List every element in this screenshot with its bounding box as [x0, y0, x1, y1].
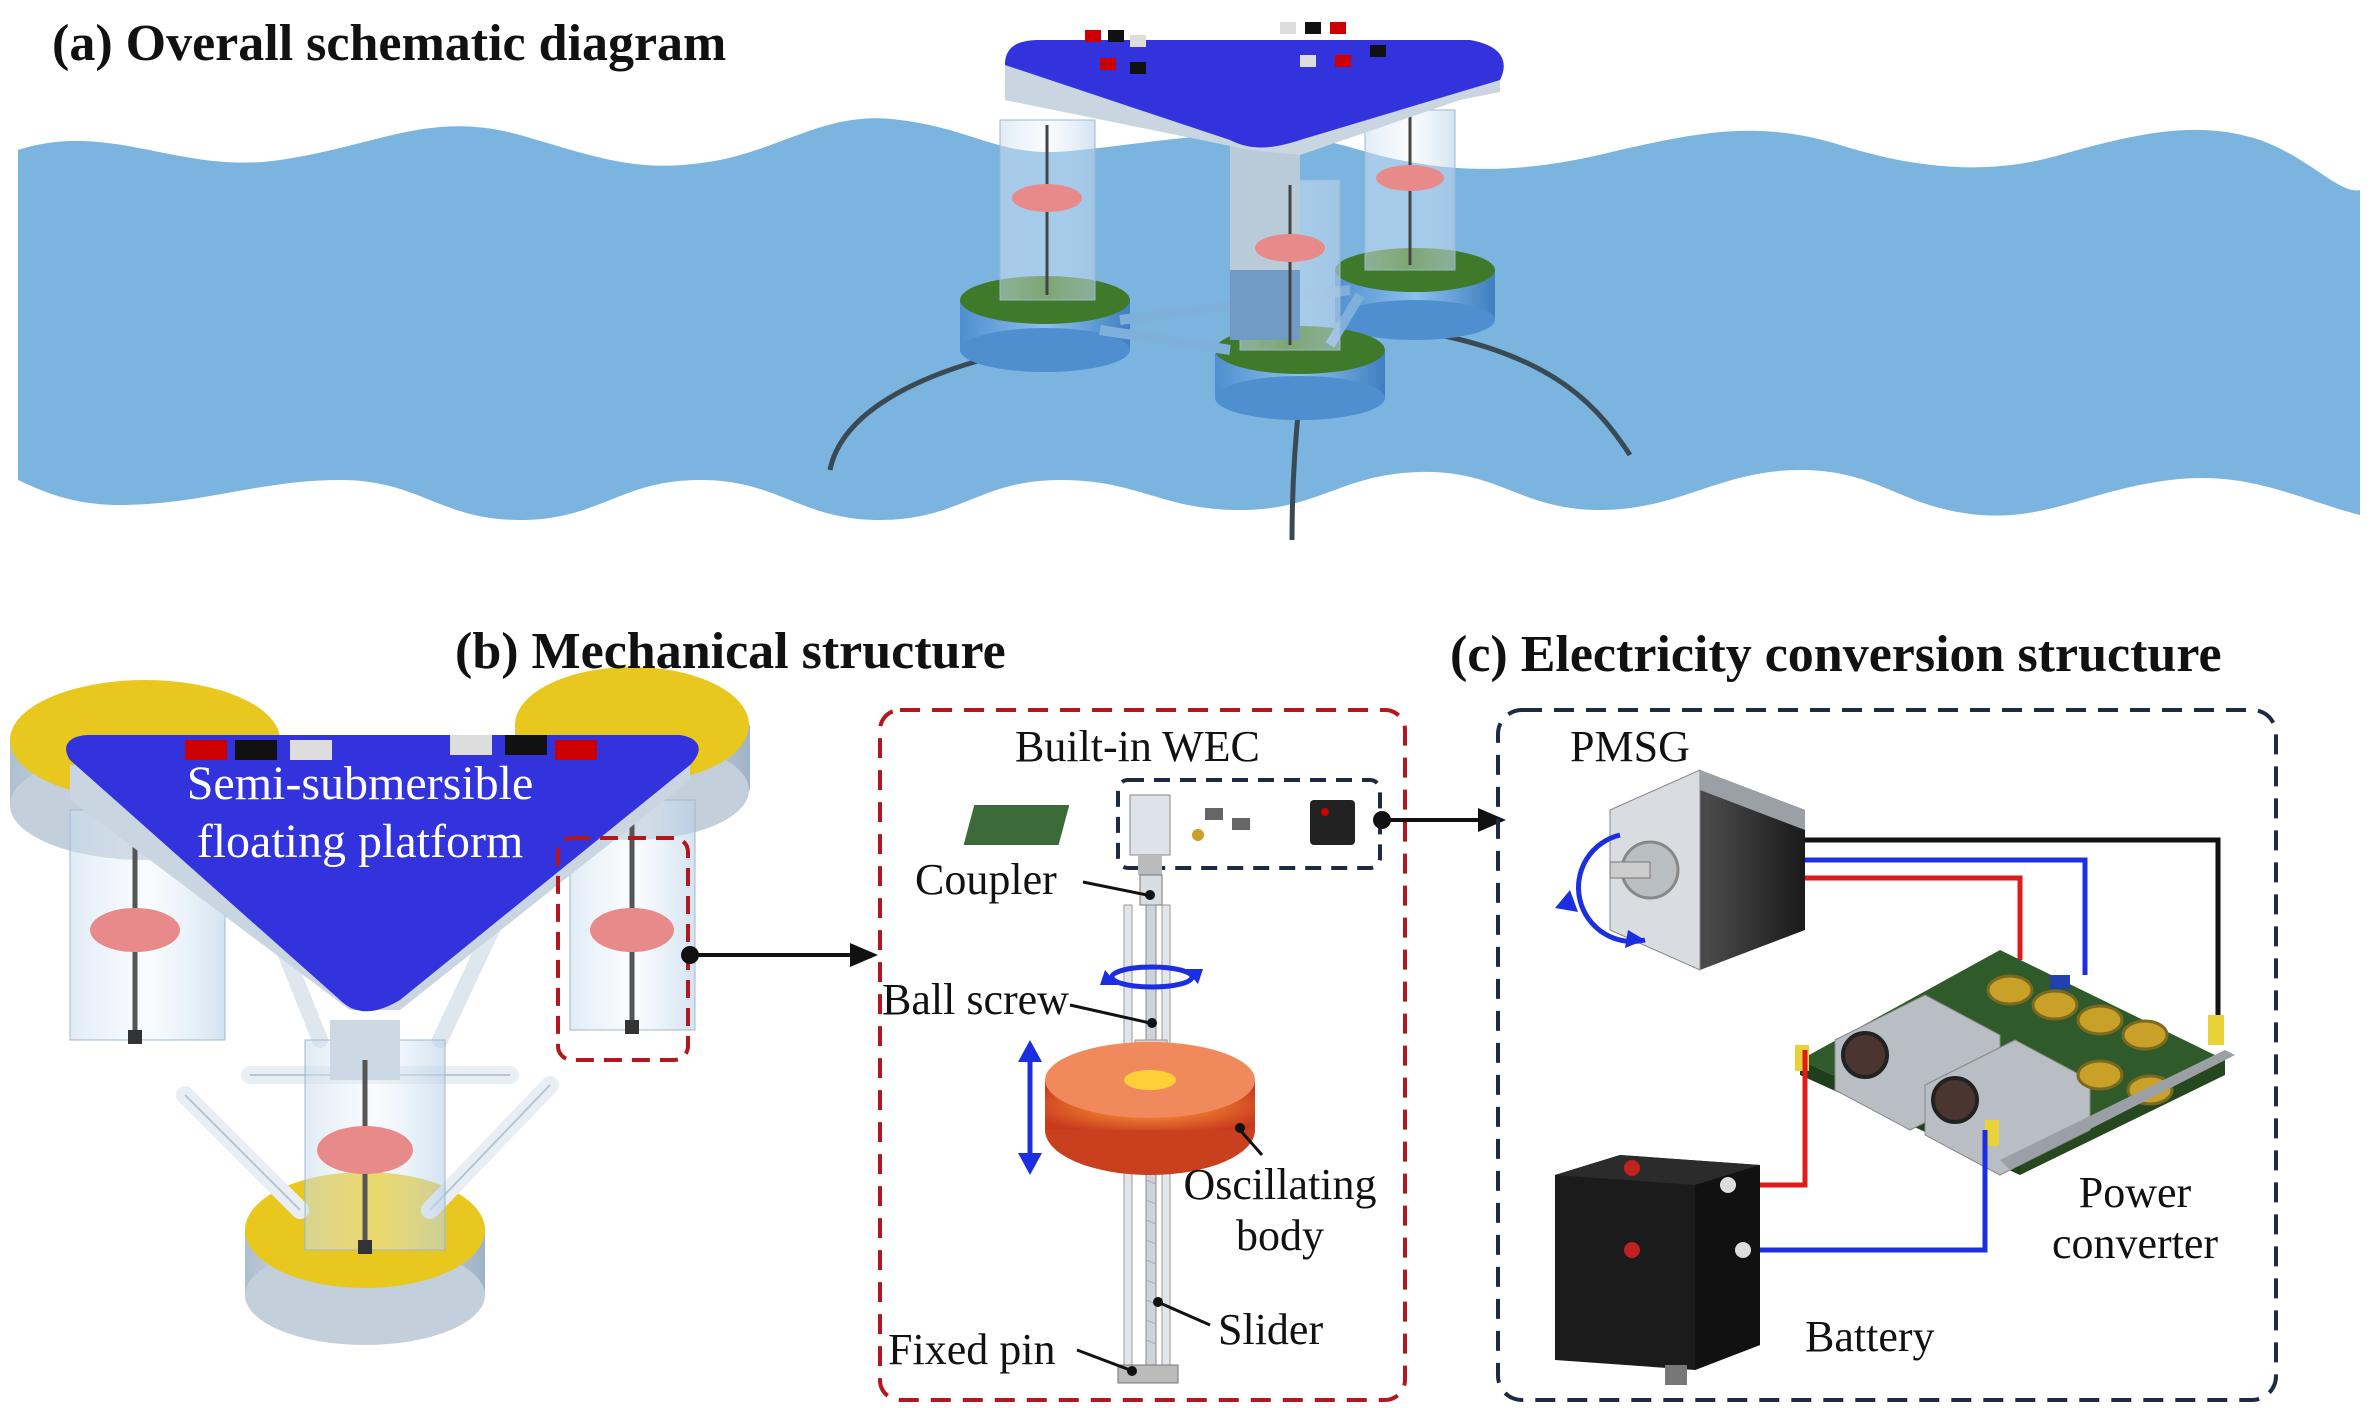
battery-label: Battery — [1805, 1312, 1935, 1361]
wec-dashed-box — [878, 708, 1407, 1402]
pmsg-label: PMSG — [1570, 722, 1690, 771]
panel-c-dashed-box — [1496, 708, 2278, 1402]
slider-label: Slider — [1218, 1305, 1324, 1354]
panel-a-scene — [18, 22, 2360, 541]
platform-deck-a — [1005, 40, 1504, 148]
oscillating-body-label: Oscillating body — [1160, 1160, 1400, 1261]
coupler-label: Coupler — [915, 855, 1057, 904]
rotation-arrow-icon — [1555, 832, 1646, 948]
power-converter-line-2: converter — [2051, 1218, 2219, 1268]
battery — [1555, 1155, 1760, 1385]
zoom-box-b — [556, 836, 690, 1062]
power-converter-label: Power converter — [2020, 1168, 2250, 1269]
platform-label: Semi-submersible floating platform — [150, 755, 570, 870]
float-front-a — [1215, 326, 1385, 420]
panel-c-scene — [1555, 769, 2235, 1385]
panel-c-title: (c) Electricity conversion structure — [1450, 626, 2222, 683]
wec-detail — [963, 794, 1355, 1384]
panel-a-title: (a) Overall schematic diagram — [52, 15, 727, 72]
platform-deck-b — [66, 735, 699, 1012]
platform-label-line-1: Semi-submersible — [186, 757, 534, 810]
oscillating-label-line-2: body — [1236, 1210, 1324, 1260]
panel-b-title: (b) Mechanical structure — [455, 623, 1006, 680]
power-converter-line-1: Power — [2078, 1168, 2192, 1217]
right-arrow-icon — [1373, 808, 1506, 832]
ball-screw-label: Ball screw — [882, 975, 1069, 1024]
fixed-pin-label: Fixed pin — [888, 1325, 1056, 1374]
wec-title: Built-in WEC — [1015, 722, 1260, 771]
oscillating-label-line-1: Oscillating — [1183, 1160, 1377, 1209]
rotation-arrow-icon — [1100, 964, 1203, 990]
panel-b-platform — [10, 667, 750, 1345]
updown-arrow-icon — [1018, 1040, 1042, 1175]
right-arrow-icon — [681, 943, 878, 967]
platform-label-line-2: floating platform — [196, 814, 524, 868]
sea-surface — [18, 118, 2360, 520]
power-converter — [1795, 950, 2235, 1176]
pmsg-motor — [1609, 769, 1805, 971]
